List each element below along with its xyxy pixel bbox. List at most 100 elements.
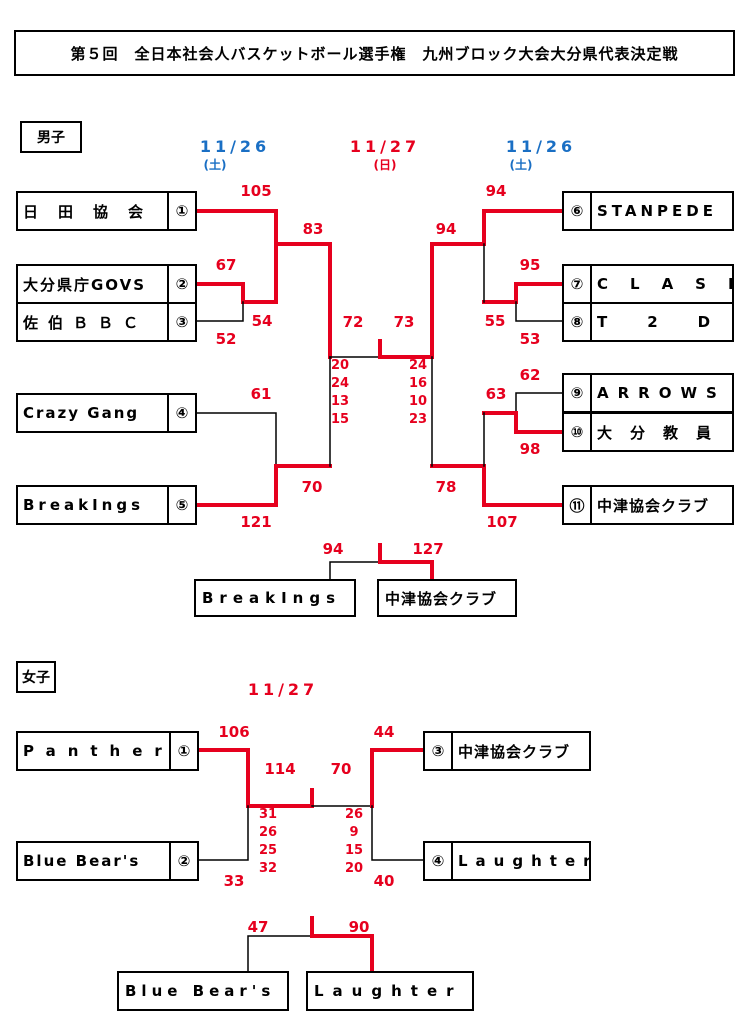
- quarter-score: 25: [258, 843, 278, 858]
- line-team9: [515, 392, 564, 414]
- score: 40: [373, 872, 395, 890]
- line-playoff-left: [329, 561, 381, 581]
- team-number: ①: [167, 193, 195, 229]
- team-number: ⑤: [167, 487, 195, 523]
- quarter-score: 31: [258, 807, 278, 822]
- quarter-score: 9: [349, 825, 359, 840]
- men-section-label: 男子: [20, 121, 82, 153]
- team-name: Panthers: [23, 742, 169, 760]
- men-date-center: 11/27: [349, 137, 421, 156]
- score: 72: [342, 313, 364, 331]
- score: 90: [348, 918, 370, 936]
- men-date-left: 11/26: [199, 137, 271, 156]
- quarter-score: 32: [258, 861, 278, 876]
- line-w-playoff-right: [310, 934, 374, 974]
- score: 94: [435, 220, 457, 238]
- men-dow-left: (土): [203, 158, 227, 172]
- score: 94: [485, 182, 507, 200]
- line-w-team4: [371, 805, 425, 861]
- line-w-team2: [197, 805, 249, 861]
- team-5: BreakIngs ⑤: [16, 485, 197, 525]
- score: 47: [247, 918, 269, 936]
- score: 70: [330, 760, 352, 778]
- score: 63: [485, 385, 507, 403]
- men-playoff-team-right: 中津協会クラブ: [377, 579, 517, 617]
- score: 127: [412, 540, 444, 558]
- team-2: 大分県庁GOVS ②: [16, 264, 197, 304]
- line-team10: [482, 411, 565, 434]
- line-w-team1: [196, 748, 314, 808]
- score: 73: [393, 313, 415, 331]
- score: 107: [486, 513, 518, 531]
- team-name: 大分県庁GOVS: [23, 275, 147, 294]
- quarter-score: 20: [330, 358, 350, 373]
- team-name: 中津協会クラブ: [385, 589, 498, 608]
- women-final-quarters-right: 26 9 15 20: [342, 806, 366, 878]
- line-w-team3: [370, 748, 426, 808]
- score: 62: [519, 366, 541, 384]
- quarter-score: 24: [330, 376, 350, 391]
- team-number: ⑨: [564, 375, 592, 411]
- women-final-quarters-left: 31 26 25 32: [256, 806, 280, 878]
- team-8: ⑧ T2D: [562, 302, 734, 342]
- score: 121: [240, 513, 272, 531]
- men-final-quarters-left: 20 24 13 15: [328, 357, 352, 429]
- team-number: ③: [425, 733, 453, 769]
- quarter-score: 13: [330, 394, 350, 409]
- score: 83: [302, 220, 324, 238]
- team-3: 佐伯ＢＢＣ ③: [16, 302, 197, 342]
- score: 98: [519, 440, 541, 458]
- line-playoff-right: [378, 560, 434, 582]
- quarter-score: 26: [344, 807, 364, 822]
- team-4: Crazy Gang ④: [16, 393, 197, 433]
- women-playoff-team-left: Blue Bear's: [117, 971, 289, 1011]
- team-6: ⑥ STANPEDE: [562, 191, 734, 231]
- quarter-score: 10: [408, 394, 428, 409]
- team-number: ①: [169, 733, 197, 769]
- team-name: Laughter: [314, 982, 463, 1000]
- score: 44: [373, 723, 395, 741]
- score: 54: [251, 312, 273, 330]
- women-date: 11/27: [247, 680, 319, 699]
- score: 61: [250, 385, 272, 403]
- score: 78: [435, 478, 457, 496]
- quarter-score: 23: [408, 412, 428, 427]
- line-team7: [482, 282, 565, 304]
- women-section-label: 女子: [16, 661, 56, 693]
- men-final-quarters-right: 24 16 10 23: [406, 357, 430, 429]
- page-title: 第５回 全日本社会人バスケットボール選手権 九州ブロック大会大分県代表決定戦: [14, 30, 735, 76]
- team-number: ④: [167, 395, 195, 431]
- team-name: Laughter: [458, 852, 589, 870]
- team-9: ⑨ ARROWS: [562, 373, 734, 413]
- team-name: ARROWS: [597, 384, 726, 402]
- score: 105: [240, 182, 272, 200]
- w-team-2: Blue Bear's ②: [16, 841, 199, 881]
- team-number: ⑥: [564, 193, 592, 229]
- w-team-1: Panthers ①: [16, 731, 199, 771]
- score: 114: [264, 760, 296, 778]
- team-number: ②: [169, 843, 197, 879]
- team-name: BreakIngs: [23, 496, 145, 514]
- men-playoff-team-left: BreakIngs: [194, 579, 356, 617]
- team-number: ⑩: [564, 414, 592, 450]
- team-number: ②: [167, 266, 195, 302]
- w-team-3: ③ 中津協会クラブ: [423, 731, 591, 771]
- men-dow-right: (土): [509, 158, 533, 172]
- score: 106: [218, 723, 250, 741]
- men-date-right: 11/26: [505, 137, 577, 156]
- team-number: ④: [425, 843, 453, 879]
- quarter-score: 24: [408, 358, 428, 373]
- women-playoff-team-right: Laughter: [306, 971, 474, 1011]
- score: 52: [215, 330, 237, 348]
- line-team5: [194, 464, 332, 507]
- quarter-score: 20: [344, 861, 364, 876]
- w-team-4: ④ Laughter: [423, 841, 591, 881]
- team-number: ⑦: [564, 266, 592, 302]
- team-name: BreakIngs: [202, 589, 342, 607]
- team-name: CLASH: [597, 275, 732, 293]
- score: 55: [484, 312, 506, 330]
- team-name: Crazy Gang: [23, 404, 140, 422]
- team-number: ⑧: [564, 304, 592, 340]
- team-name: T2D: [597, 313, 710, 331]
